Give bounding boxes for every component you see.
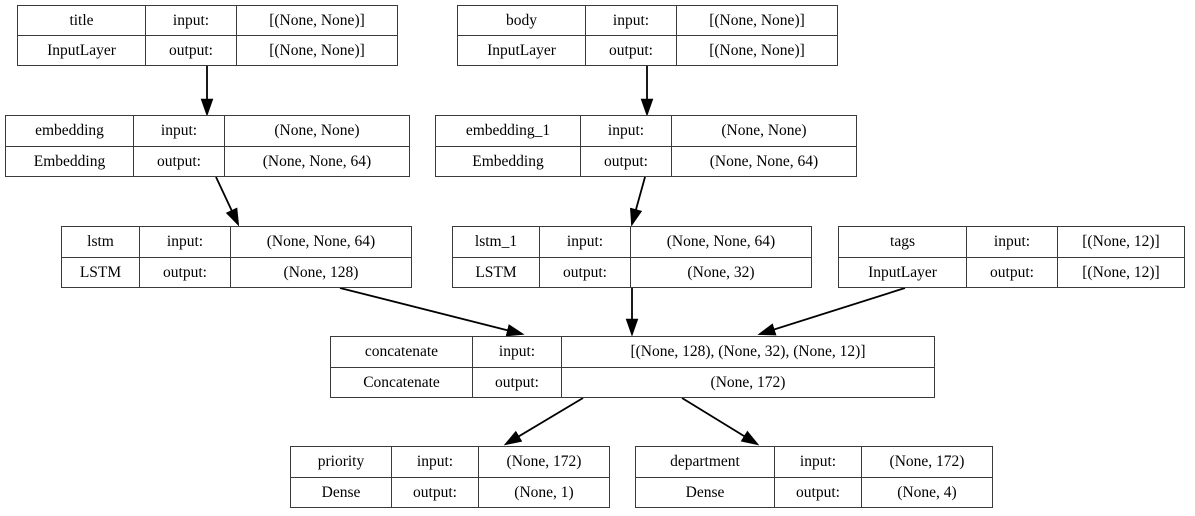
node-lstm_1-output-label: output: [540, 257, 631, 287]
node-body-input-shape: [(None, None)] [709, 11, 805, 29]
node-concatenate-name: concatenate [331, 337, 473, 367]
node-embedding-input-shape: (None, None) [274, 122, 360, 139]
node-concatenate-input-shape: [(None, 128), (None, 32), (None, 12)] [630, 343, 866, 360]
node-priority-input-label: input: [392, 447, 479, 477]
node-tags-input-shape: [(None, 12)] [1082, 233, 1160, 250]
node-lstm-output-label: output: [140, 257, 231, 287]
edge-embedding_1-to-lstm_1 [630, 176, 646, 227]
node-embedding-output-shape: (None, None, 64) [262, 152, 372, 170]
node-body-name: body [458, 6, 586, 35]
node-title-class: InputLayer [18, 36, 146, 65]
node-body-input-label: input: [586, 6, 677, 35]
node-tags-input-label: input: [967, 227, 1058, 257]
node-lstm_1-output-shape: (None, 32) [687, 263, 755, 281]
node-embedding_1-output-label: output: [581, 146, 672, 176]
node-embedding-class: Embedding [6, 146, 134, 176]
node-concatenate-output-shape: (None, 172) [710, 373, 786, 391]
node-department-output-shape: (None, 4) [897, 483, 957, 501]
node-department-output-label: output: [775, 477, 862, 507]
edge-lstm-to-concatenate [339, 287, 525, 337]
node-embedding-name: embedding [6, 116, 134, 146]
node-embedding_1-output-shape: (None, None, 64) [709, 152, 819, 170]
node-embedding_1-class: Embedding [436, 146, 581, 176]
node-lstm-name: lstm [62, 227, 140, 257]
node-embedding_1-name: embedding_1 [436, 116, 581, 146]
node-lstm-input-shape: (None, None, 64) [266, 233, 376, 250]
node-embedding_1-input-label: input: [581, 116, 672, 146]
edge-concatenate-to-priority [503, 397, 584, 446]
node-embedding_1-input-shape: (None, None) [721, 122, 807, 139]
node-embedding-output-label: output: [134, 146, 225, 176]
node-embedding-input-label: input: [134, 116, 225, 146]
node-priority-input-shape: (None, 172) [506, 453, 582, 470]
node-title-output-label: output: [146, 36, 237, 65]
node-body-class: InputLayer [458, 36, 586, 65]
node-department-input-shape: (None, 172) [889, 453, 965, 470]
node-body-output-shape: [(None, None)] [709, 41, 805, 59]
node-lstm_1-name: lstm_1 [453, 227, 540, 257]
node-tags-class: InputLayer [839, 257, 967, 287]
node-tags-name: tags [839, 227, 967, 257]
node-lstm-input-label: input: [140, 227, 231, 257]
node-tags-output-label: output: [967, 257, 1058, 287]
node-priority-name: priority [291, 447, 392, 477]
node-priority-output-shape: (None, 1) [514, 483, 574, 501]
node-tags-output-shape: [(None, 12)] [1082, 263, 1160, 281]
edge-tags-to-concatenate [757, 287, 906, 336]
node-body-output-label: output: [586, 36, 677, 65]
node-department-input-label: input: [775, 447, 862, 477]
node-title-input-shape: [(None, None)] [269, 11, 365, 29]
node-concatenate-output-label: output: [473, 367, 562, 397]
node-lstm_1-input-label: input: [540, 227, 631, 257]
node-title-name: title [18, 6, 146, 35]
node-lstm_1-class: LSTM [453, 257, 540, 287]
edge-concatenate-to-department [681, 397, 760, 446]
node-department-name: department [636, 447, 775, 477]
node-title-input-label: input: [146, 6, 237, 35]
node-concatenate-class: Concatenate [331, 367, 473, 397]
node-concatenate-input-label: input: [473, 337, 562, 367]
node-title-output-shape: [(None, None)] [269, 41, 365, 59]
node-lstm_1-input-shape: (None, None, 64) [666, 233, 776, 250]
edge-embedding-to-lstm [215, 176, 240, 227]
node-lstm-class: LSTM [62, 257, 140, 287]
node-department-class: Dense [636, 477, 775, 507]
node-priority-class: Dense [291, 477, 392, 507]
node-lstm-output-shape: (None, 128) [283, 263, 359, 281]
node-priority-output-label: output: [392, 477, 479, 507]
